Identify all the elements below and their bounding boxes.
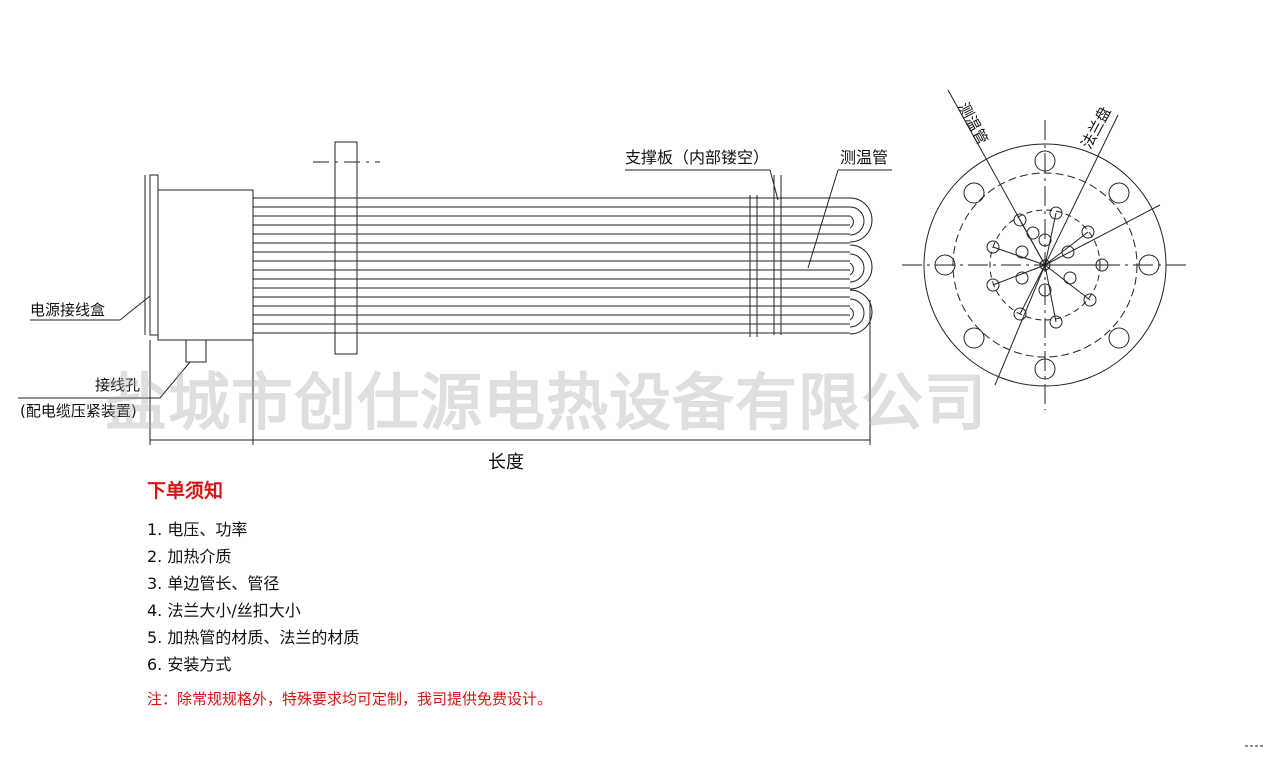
notes-title: 下单须知 xyxy=(147,480,224,502)
temp-tube-end-label: 测温管 xyxy=(954,99,991,147)
length-dimension-label: 长度 xyxy=(488,452,524,473)
mounting-flange xyxy=(334,141,358,355)
notes-list: 1. 电压、功率 2. 加热介质 3. 单边管长、管径 4. 法兰大小/丝扣大小… xyxy=(147,516,359,678)
flange-end-label: 法兰盘 xyxy=(1078,104,1115,152)
notes-item: 5. 加热管的材质、法兰的材质 xyxy=(147,628,360,647)
notes-item: 1. 电压、功率 xyxy=(147,520,248,539)
junction-box xyxy=(157,189,254,341)
junction-box-flange xyxy=(149,174,159,336)
cable-gland xyxy=(185,339,207,363)
heating-tube-bundle xyxy=(253,197,873,335)
notes-footer: 注：除常规规格外，特殊要求均可定制，我司提供免费设计。 xyxy=(147,690,553,708)
support-plate-label: 支撑板（内部镂空） xyxy=(625,148,769,167)
temp-tube-label: 测温管 xyxy=(840,148,888,167)
order-notes: 下单须知 1. 电压、功率 2. 加热介质 3. 单边管长、管径 4. 法兰大小… xyxy=(147,476,359,678)
wire-hole-label: 接线孔 xyxy=(95,376,140,394)
junction-box-label: 电源接线盒 xyxy=(30,301,105,319)
notes-item: 2. 加热介质 xyxy=(147,547,232,566)
notes-item: 3. 单边管长、管径 xyxy=(147,574,280,593)
cable-gland-label: (配电缆压紧装置) xyxy=(20,402,137,420)
flange-end-view xyxy=(902,89,1190,410)
notes-item: 6. 安装方式 xyxy=(147,655,232,674)
notes-item: 4. 法兰大小/丝扣大小 xyxy=(147,601,301,620)
company-watermark: 盐城市创仕源电热设备有限公司 xyxy=(105,366,988,439)
